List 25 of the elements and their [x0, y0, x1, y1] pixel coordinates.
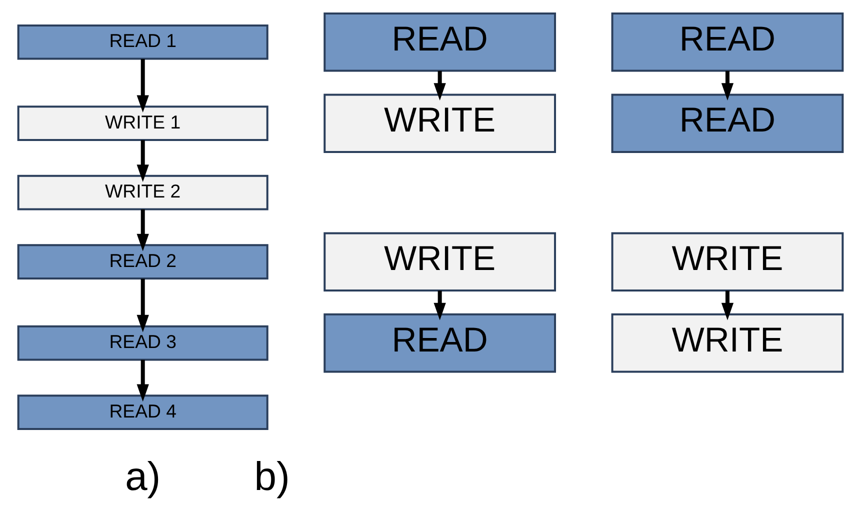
arrow [721, 70, 734, 100]
node-box: READ [611, 94, 844, 153]
label: b) [254, 455, 290, 500]
node-box: READ [324, 313, 556, 373]
node-box: WRITE [324, 232, 556, 292]
node-box: READ 4 [17, 394, 268, 430]
node-box: READ 1 [17, 24, 268, 60]
arrow [434, 290, 446, 320]
label: a) [125, 455, 161, 500]
node-box: READ 3 [17, 325, 268, 361]
arrow [136, 140, 149, 182]
arrow [434, 70, 446, 100]
arrow [136, 360, 149, 402]
arrow [721, 290, 734, 320]
arrow [136, 209, 149, 252]
node-box: WRITE 1 [17, 106, 268, 141]
node-box: WRITE 2 [17, 174, 268, 210]
arrow [136, 58, 149, 113]
node-box: READ [324, 12, 556, 72]
node-box: READ [611, 12, 844, 72]
node-box: READ 2 [17, 244, 268, 280]
node-box: WRITE [324, 94, 556, 153]
node-box: WRITE [611, 313, 844, 373]
node-box: WRITE [611, 232, 844, 292]
arrow [136, 278, 149, 332]
